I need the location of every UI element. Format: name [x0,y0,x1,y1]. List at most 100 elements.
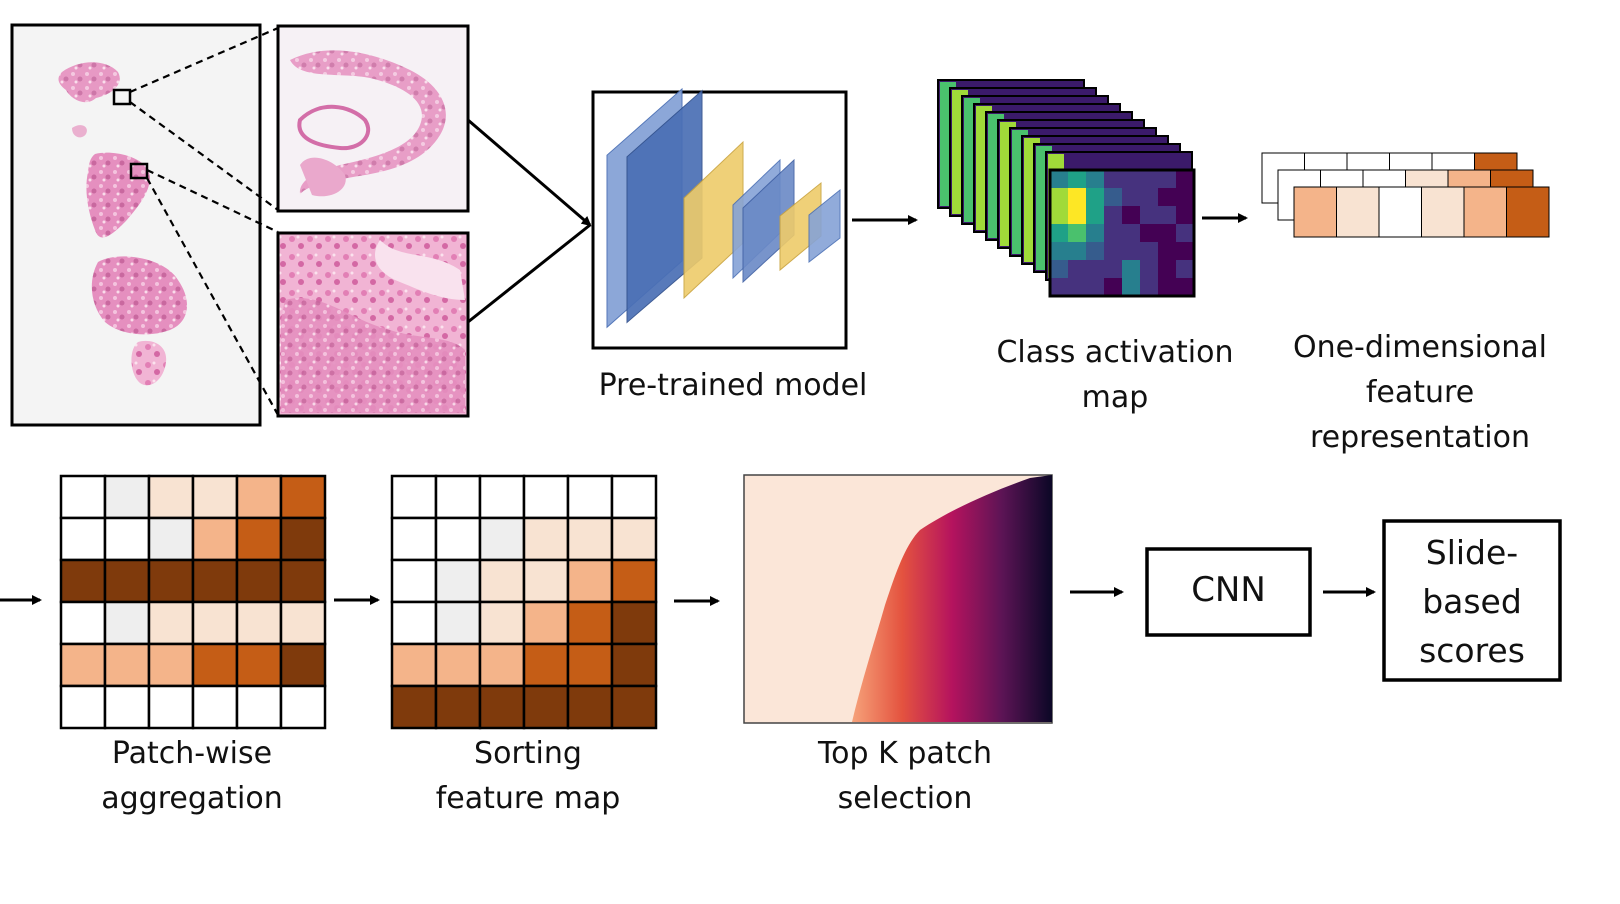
feature-strip-3-cell-4 [1421,186,1465,238]
sorted-cell-r4-c0 [390,642,438,688]
cam-cell-r0-c3 [1104,170,1123,189]
sorted-cell-r4-c4 [566,642,614,688]
sorted-cell-r0-c5 [610,474,658,520]
aggregation-cell-r4-c5 [279,642,327,688]
cam-cell-r5-c5 [1140,260,1159,279]
label-feat-line1: One-dimensional [1292,330,1548,365]
cam-cell-r6-c4 [1122,278,1141,297]
sorted-cell-r3-c2 [478,600,526,646]
label-feat-line3: representation [1309,420,1531,455]
cam-cell-r4-c6 [1158,242,1177,261]
label-cnn: CNN [1191,570,1266,610]
zoom-guides [129,26,279,416]
cam-cell-r3-c2 [1086,224,1105,243]
aggregation-cell-r0-c2 [147,474,195,520]
sorted-cell-r0-c4 [566,474,614,520]
label-class-activation-map: Class activation map [970,330,1260,420]
aggregation-cell-r1-c3 [191,516,239,562]
cam-cell-r5-c7 [1176,260,1195,279]
aggregation-cell-r4-c2 [147,642,195,688]
cnn-box [1145,547,1312,637]
cam-cell-r6-c6 [1158,278,1177,297]
label-pretrained-model: Pre-trained model [598,368,868,403]
cam-cell-r4-c3 [1104,242,1123,261]
class-activation-map-stack [937,79,1196,298]
cam-front-border [1048,168,1196,298]
aggregation-cell-r5-c0 [59,684,107,730]
sorted-feature-grid [390,474,658,730]
sorted-cell-r0-c0 [390,474,438,520]
sorted-cell-r2-c4 [566,558,614,604]
feature-strip-3-cell-1 [1293,186,1337,238]
pretrained-model-box [591,87,848,350]
sorted-cell-r4-c3 [522,642,570,688]
cam-cell-r6-c3 [1104,278,1123,297]
aggregation-cell-r3-c0 [59,600,107,646]
aggregation-cell-r5-c4 [235,684,283,730]
aggregation-cell-r0-c1 [103,474,151,520]
cam-cell-r2-c7 [1176,206,1195,225]
sorted-cell-r0-c2 [478,474,526,520]
sorted-cell-r4-c2 [478,642,526,688]
label-scores-line2: based [1422,582,1522,621]
cam-cell-r3-c6 [1158,224,1177,243]
cam-front-map [1048,168,1196,298]
cam-cell-r6-c5 [1140,278,1159,297]
cam-cell-r2-c5 [1140,206,1159,225]
label-slide-scores: Slide- based scores [1384,528,1560,675]
feature-strip-3-cell-5 [1463,186,1507,238]
label-feat-line2: feature [1365,375,1475,410]
cam-cell-r2-c6 [1158,206,1177,225]
cam-cell-r6-c2 [1086,278,1105,297]
aggregation-cell-r5-c5 [279,684,327,730]
cam-cell-r1-c5 [1140,188,1159,207]
sorted-cell-r3-c4 [566,600,614,646]
sorted-cell-r2-c1 [434,558,482,604]
label-cam-line2: map [1081,380,1149,415]
label-patch-aggregation: Patch-wise aggregation [62,731,322,821]
zoomed-patch-1 [276,24,470,213]
sorted-cell-r2-c5 [610,558,658,604]
cam-cell-r4-c4 [1122,242,1141,261]
sorted-cell-r1-c2 [478,516,526,562]
label-feature-representation: One-dimensional feature representation [1270,325,1570,460]
cam-cell-r3-c3 [1104,224,1123,243]
cam-cell-r1-c4 [1122,188,1141,207]
aggregation-cell-r3-c1 [103,600,151,646]
sorted-cell-r2-c2 [478,558,526,604]
cam-cell-r3-c7 [1176,224,1195,243]
cam-cell-r0-c2 [1086,170,1105,189]
aggregation-cell-r4-c0 [59,642,107,688]
aggregation-cell-r2-c5 [279,558,327,604]
cam-cell-r1-c7 [1176,188,1195,207]
sorted-cell-r0-c3 [522,474,570,520]
cam-cell-r5-c1 [1068,260,1087,279]
cam-cell-r4-c7 [1176,242,1195,261]
cam-cell-r2-c4 [1122,206,1141,225]
cam-cell-r1-c2 [1086,188,1105,207]
aggregation-cell-r1-c1 [103,516,151,562]
feature-strip-3 [1293,186,1550,238]
cam-cell-r1-c1 [1068,188,1087,207]
label-topk-line1: Top K patch [817,736,993,771]
aggregation-cell-r3-c5 [279,600,327,646]
zoomed-patch-2 [276,231,470,418]
sorted-cell-r1-c0 [390,516,438,562]
slide-scores-box [1382,519,1562,682]
cam-cell-r3-c0 [1050,224,1069,243]
aggregation-cell-r1-c2 [147,516,195,562]
sorted-cell-r5-c2 [478,684,526,730]
sorted-cell-r5-c1 [434,684,482,730]
cam-cell-r2-c3 [1104,206,1123,225]
whole-slide-image [10,23,262,427]
label-sorting-feature-map: Sorting feature map [393,731,663,821]
cam-cell-r1-c3 [1104,188,1123,207]
label-cam-line1: Class activation [996,335,1234,370]
cam-cell-r5-c6 [1158,260,1177,279]
cam-cell-r3-c4 [1122,224,1141,243]
sorted-cell-r1-c4 [566,516,614,562]
feature-strip-3-cell-2 [1336,186,1380,238]
feature-strip-3-cell-3 [1378,186,1422,238]
